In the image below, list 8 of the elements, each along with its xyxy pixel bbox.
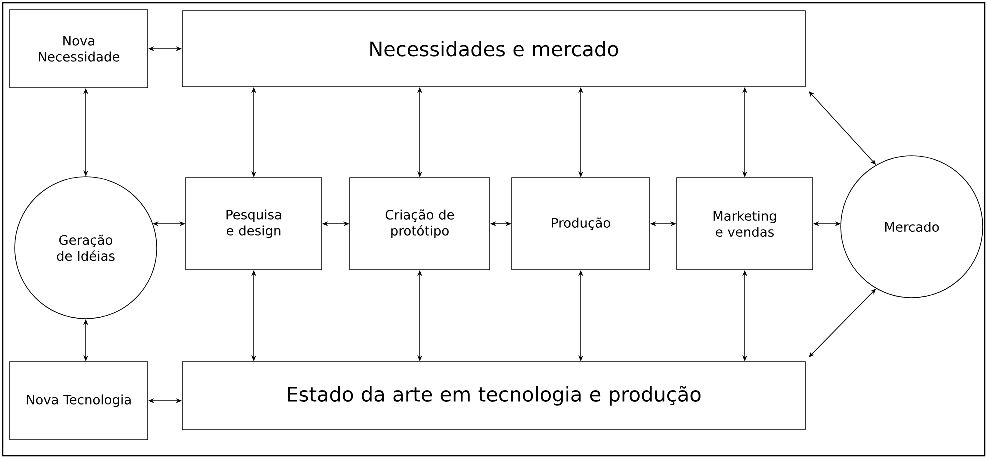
process-box: Necessidades e mercado	[182, 10, 806, 88]
process-box: Nova Tecnologia	[10, 362, 148, 440]
process-box: Estado da arte em tecnologia e produção	[182, 362, 806, 430]
process-box: Produção	[512, 178, 650, 270]
process-box: Marketing e vendas	[676, 178, 814, 270]
process-box: Pesquisa e design	[186, 178, 322, 270]
process-box: Nova Necessidade	[10, 10, 148, 88]
process-box: Criação de protótipo	[350, 178, 490, 270]
